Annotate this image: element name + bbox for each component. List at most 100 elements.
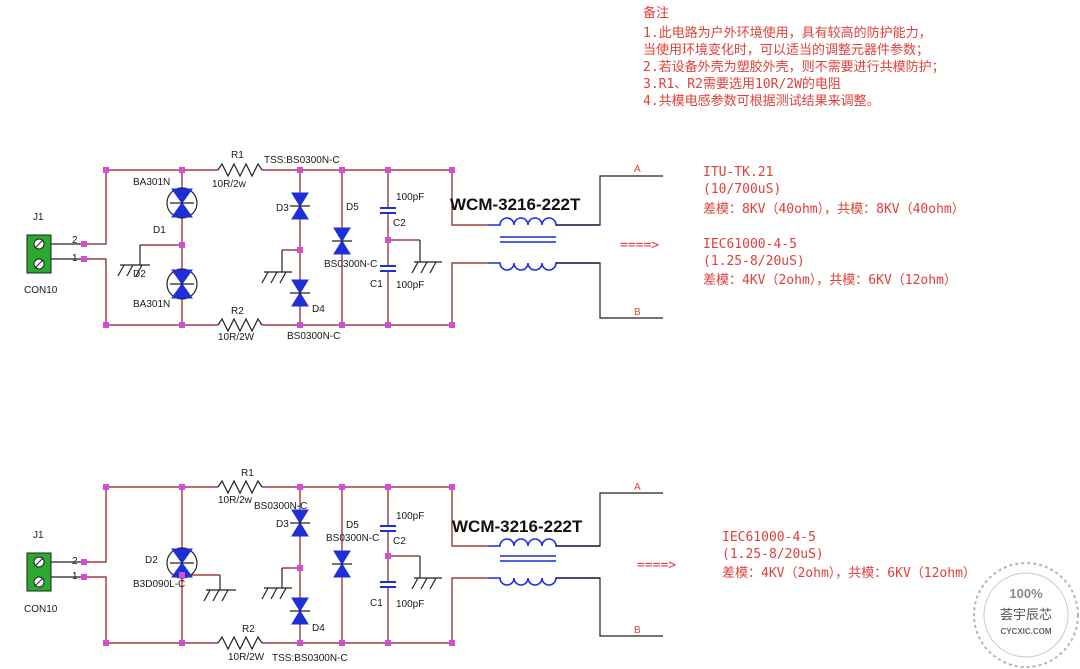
label-pin2: 2 [72,235,78,246]
label-output-b: B [634,625,641,636]
output-line-a [556,175,663,226]
label-d2-part: BA301N [133,299,170,310]
label-d1: D1 [153,225,166,236]
resistor-r2 [217,635,263,651]
wire-bottom-1 [84,258,488,326]
label-j1: J1 [33,212,44,223]
spec-line-1: IEC61000-4-5 [722,530,816,545]
label-d4-part: BS0300N-C [287,331,340,342]
junction-nodes [81,167,455,328]
label-pin1: 1 [72,571,78,582]
label-pin1: 1 [72,253,78,264]
label-d5-part: BS0300N-C [324,259,377,270]
label-c1: C1 [370,279,383,290]
spec-line-2: (1.25-8/20uS) [722,547,824,562]
label-output-a: A [634,482,641,493]
wire-top-2 [84,486,488,563]
capacitor-c1 [380,265,396,272]
ground-icon [411,240,442,274]
note-line-4: 3.R1、R2需要选用10R/2W的电阻 [643,76,841,92]
output-line-a [556,492,663,547]
notes-block: 备注 1.此电路为户外环境使用，具有较高的防护能力， 当使用环境变化时，可以适当… [643,5,945,109]
label-c1-value: 100pF [396,280,424,291]
output-line-b [556,262,663,319]
wire-bottom-2 [84,576,488,644]
resistor-r1 [217,479,263,495]
spec-line-3: 差模：8KV（40ohm），共模：8KV（40ohm） [703,202,965,217]
label-tss: TSS:BS0300N-C [272,653,348,664]
label-tss: TSS:BS0300N-C [264,155,340,166]
capacitor-c2 [380,525,396,532]
tss-d4 [290,279,310,307]
label-d3: D3 [276,203,289,214]
tss-d4 [290,597,310,625]
circuit-2: J1 CON10 2 1 [24,468,976,664]
label-d2: D2 [145,555,158,566]
label-r1: R1 [231,150,244,161]
capacitor-c2 [380,207,396,214]
watermark-percent: 100% [1009,586,1043,601]
spec-arrow: ====> [637,558,676,573]
label-d2-part: B3D090L-C [133,579,185,590]
label-r1-value: 10R/2w [212,179,247,190]
ground-icon [117,245,150,277]
resistor-r1 [217,162,263,178]
label-r2: R2 [242,624,255,635]
label-c2-value: 100pF [396,192,424,203]
notes-title: 备注 [643,5,669,21]
junction-nodes [81,484,455,646]
label-d5: D5 [346,520,359,531]
tss-d3 [290,509,310,537]
label-d5-part: BS0300N-C [326,533,379,544]
tss-d5 [332,550,352,578]
tss-d5 [332,227,352,255]
resistor-r2 [217,317,263,333]
ground-icon [261,568,292,600]
note-line-1: 1.此电路为户外环境使用，具有较高的防护能力， [643,25,932,41]
label-d1-part: BA301N [133,177,170,188]
diode-d2 [166,268,198,300]
label-con10: CON10 [24,285,58,296]
spec-line-4: IEC61000-4-5 [703,237,797,252]
capacitor-c1 [380,581,396,588]
label-c1: C1 [370,598,383,609]
label-c2: C2 [393,218,406,229]
label-output-b: B [634,307,641,318]
label-c2-value: 100pF [396,511,424,522]
ground-icon [203,575,236,602]
label-d3: D3 [276,519,289,530]
ground-icon [261,250,292,284]
spec-line-3: 差模：4KV（2ohm），共模：6KV（12ohm） [722,566,976,581]
spec-line-2: (10/700uS) [703,182,781,197]
label-r2: R2 [231,306,244,317]
label-r2-value: 10R/2W [218,332,255,343]
diode-d1 [166,187,198,219]
label-pin2: 2 [72,556,78,567]
wire-top-1 [84,169,488,245]
spec-line-1: ITU-TK.21 [703,165,773,180]
label-d4: D4 [312,304,325,315]
note-line-5: 4.共模电感参数可根据测试结果来调整。 [643,93,880,109]
label-j1: J1 [33,530,44,541]
label-c2: C2 [393,536,406,547]
note-line-2: 当使用环境变化时，可以适当的调整元器件参数； [643,42,929,58]
output-line-b [556,577,663,637]
spec-arrow: ====> [620,238,659,253]
tss-d3 [290,192,310,220]
spec-line-6: 差模：4KV（2ohm），共模：6KV（12ohm） [703,273,957,288]
label-d3-part: BS0300N-C [254,501,307,512]
label-con10: CON10 [24,604,58,615]
ground-icon [411,556,442,590]
common-mode-choke-icon [488,217,600,271]
spec-line-5: (1.25-8/20uS) [703,254,805,269]
label-r2-value: 10R/2W [228,652,265,663]
label-choke: WCM-3216-222T [450,195,581,214]
circuit-1: J1 CON10 2 1 [24,150,965,343]
label-r1-value: 10R/2w [218,495,253,506]
watermark-name: 荟宇辰芯 [1000,608,1052,623]
label-d4: D4 [312,623,325,634]
watermark-seal: 100% 荟宇辰芯 CYCXIC.COM [973,562,1079,668]
label-r1: R1 [241,468,254,479]
watermark-site: CYCXIC.COM [1000,627,1051,636]
